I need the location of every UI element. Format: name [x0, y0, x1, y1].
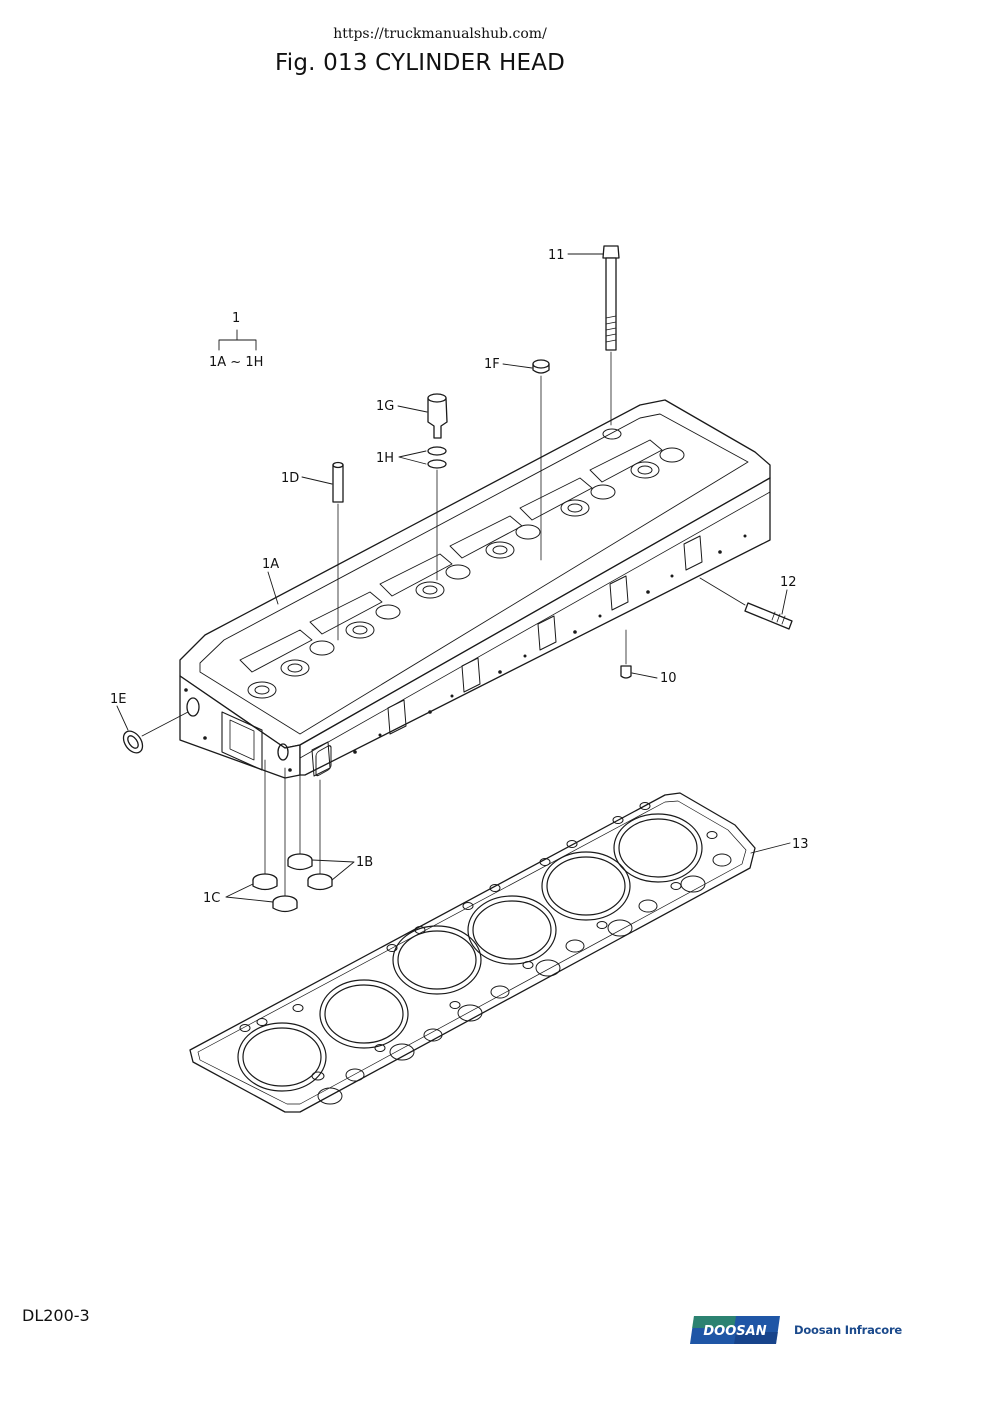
callout-11: 11	[548, 248, 565, 263]
model-number: DL200-3	[22, 1306, 90, 1325]
cap-1F	[532, 359, 550, 561]
valve-guide-1D	[332, 461, 344, 641]
callout-1E: 1E	[110, 692, 127, 707]
callout-1B: 1B	[356, 855, 373, 870]
leader-lines	[116, 253, 791, 903]
callout-1-range: 1A ~ 1H	[209, 355, 263, 370]
head-gasket-13	[189, 792, 756, 1113]
valve-seat-rings	[252, 759, 333, 913]
callout-10: 10	[660, 671, 677, 686]
callout-12: 12	[780, 575, 797, 590]
injector-sleeve-1G	[427, 393, 448, 439]
callout-1H: 1H	[376, 451, 394, 466]
stud-12	[699, 577, 793, 630]
doosan-logo: DOOSAN	[690, 1316, 780, 1344]
callout-1G: 1G	[376, 399, 394, 414]
callout-1: 1	[232, 311, 240, 326]
callout-13: 13	[792, 837, 809, 852]
bolt-11	[602, 245, 620, 426]
seal-1E	[122, 711, 189, 754]
o-ring-1H-upper	[427, 446, 447, 456]
o-ring-1H-lower	[427, 459, 447, 469]
doosan-logo-text: DOOSAN	[703, 1324, 766, 1339]
plug-10	[620, 629, 632, 679]
callout-1F: 1F	[484, 357, 500, 372]
brand-name: Doosan Infracore	[794, 1323, 903, 1337]
figure-title: Fig. 013 CYLINDER HEAD	[275, 50, 566, 76]
callout-1C: 1C	[203, 891, 220, 906]
callout-1D: 1D	[281, 471, 299, 486]
callout-1A: 1A	[262, 557, 279, 572]
source-url: https://truckmanualshub.com/	[333, 26, 547, 42]
cylinder-head-1A	[179, 399, 771, 779]
